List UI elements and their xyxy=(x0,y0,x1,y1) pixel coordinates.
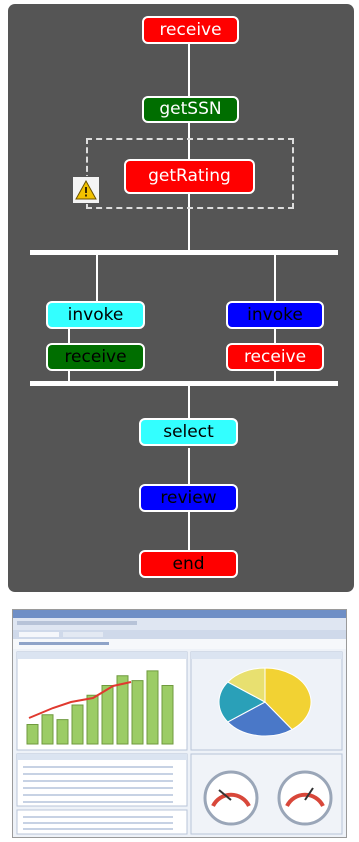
thumbnail-gauge xyxy=(277,770,333,826)
node-receive-start[interactable]: receive xyxy=(142,16,239,44)
connector-line xyxy=(96,255,98,301)
thumbnail-bar xyxy=(116,675,129,745)
thumbnail-gauge xyxy=(203,770,259,826)
warning-icon[interactable] xyxy=(72,176,100,204)
parallel-split-bar xyxy=(30,250,338,255)
connector-line xyxy=(188,448,190,486)
thumbnail-pie-chart xyxy=(218,667,312,737)
thumbnail-bar xyxy=(86,694,99,745)
scope-box-get-rating xyxy=(86,138,294,209)
node-receive-right[interactable]: receive xyxy=(226,343,324,371)
parallel-join-bar xyxy=(30,381,338,386)
node-invoke-right[interactable]: invoke xyxy=(226,301,324,329)
thumbnail-bar xyxy=(71,704,84,745)
thumbnail-pie-slice xyxy=(226,701,293,737)
thumbnail-bar xyxy=(146,670,159,745)
node-receive-left[interactable]: receive xyxy=(46,343,145,371)
connector-line xyxy=(188,386,190,418)
connector-line xyxy=(68,329,70,343)
node-select[interactable]: select xyxy=(139,418,238,446)
node-get-rating[interactable]: getRating xyxy=(124,159,255,194)
thumbnail-bar xyxy=(26,724,39,745)
thumbnail-trend-line xyxy=(28,681,132,719)
dashboard-screenshot xyxy=(12,609,347,838)
node-review[interactable]: review xyxy=(139,484,238,512)
connector-line xyxy=(274,370,276,382)
connector-line xyxy=(188,510,190,550)
connector-line xyxy=(274,329,276,343)
connector-line xyxy=(274,255,276,301)
connector-line xyxy=(68,370,70,382)
connector-line xyxy=(188,44,190,100)
connector-line xyxy=(188,194,190,250)
process-flow-panel: receive getSSN getRating invoke invoke r… xyxy=(8,4,354,592)
thumbnail-bar xyxy=(101,685,114,745)
thumbnail-pie-slice xyxy=(218,681,267,723)
thumbnail-bar xyxy=(131,680,144,745)
thumbnail-pie-slice xyxy=(226,667,266,703)
connector-line xyxy=(188,122,190,162)
thumbnail-bar xyxy=(161,685,174,745)
thumbnail-bar xyxy=(56,719,69,745)
node-invoke-left[interactable]: invoke xyxy=(46,301,145,329)
node-end[interactable]: end xyxy=(139,550,238,578)
thumbnail-bar xyxy=(41,714,54,745)
thumbnail-pie-slice xyxy=(264,667,312,731)
thumbnail-bar-chart xyxy=(26,670,174,745)
node-get-ssn[interactable]: getSSN xyxy=(142,96,239,123)
